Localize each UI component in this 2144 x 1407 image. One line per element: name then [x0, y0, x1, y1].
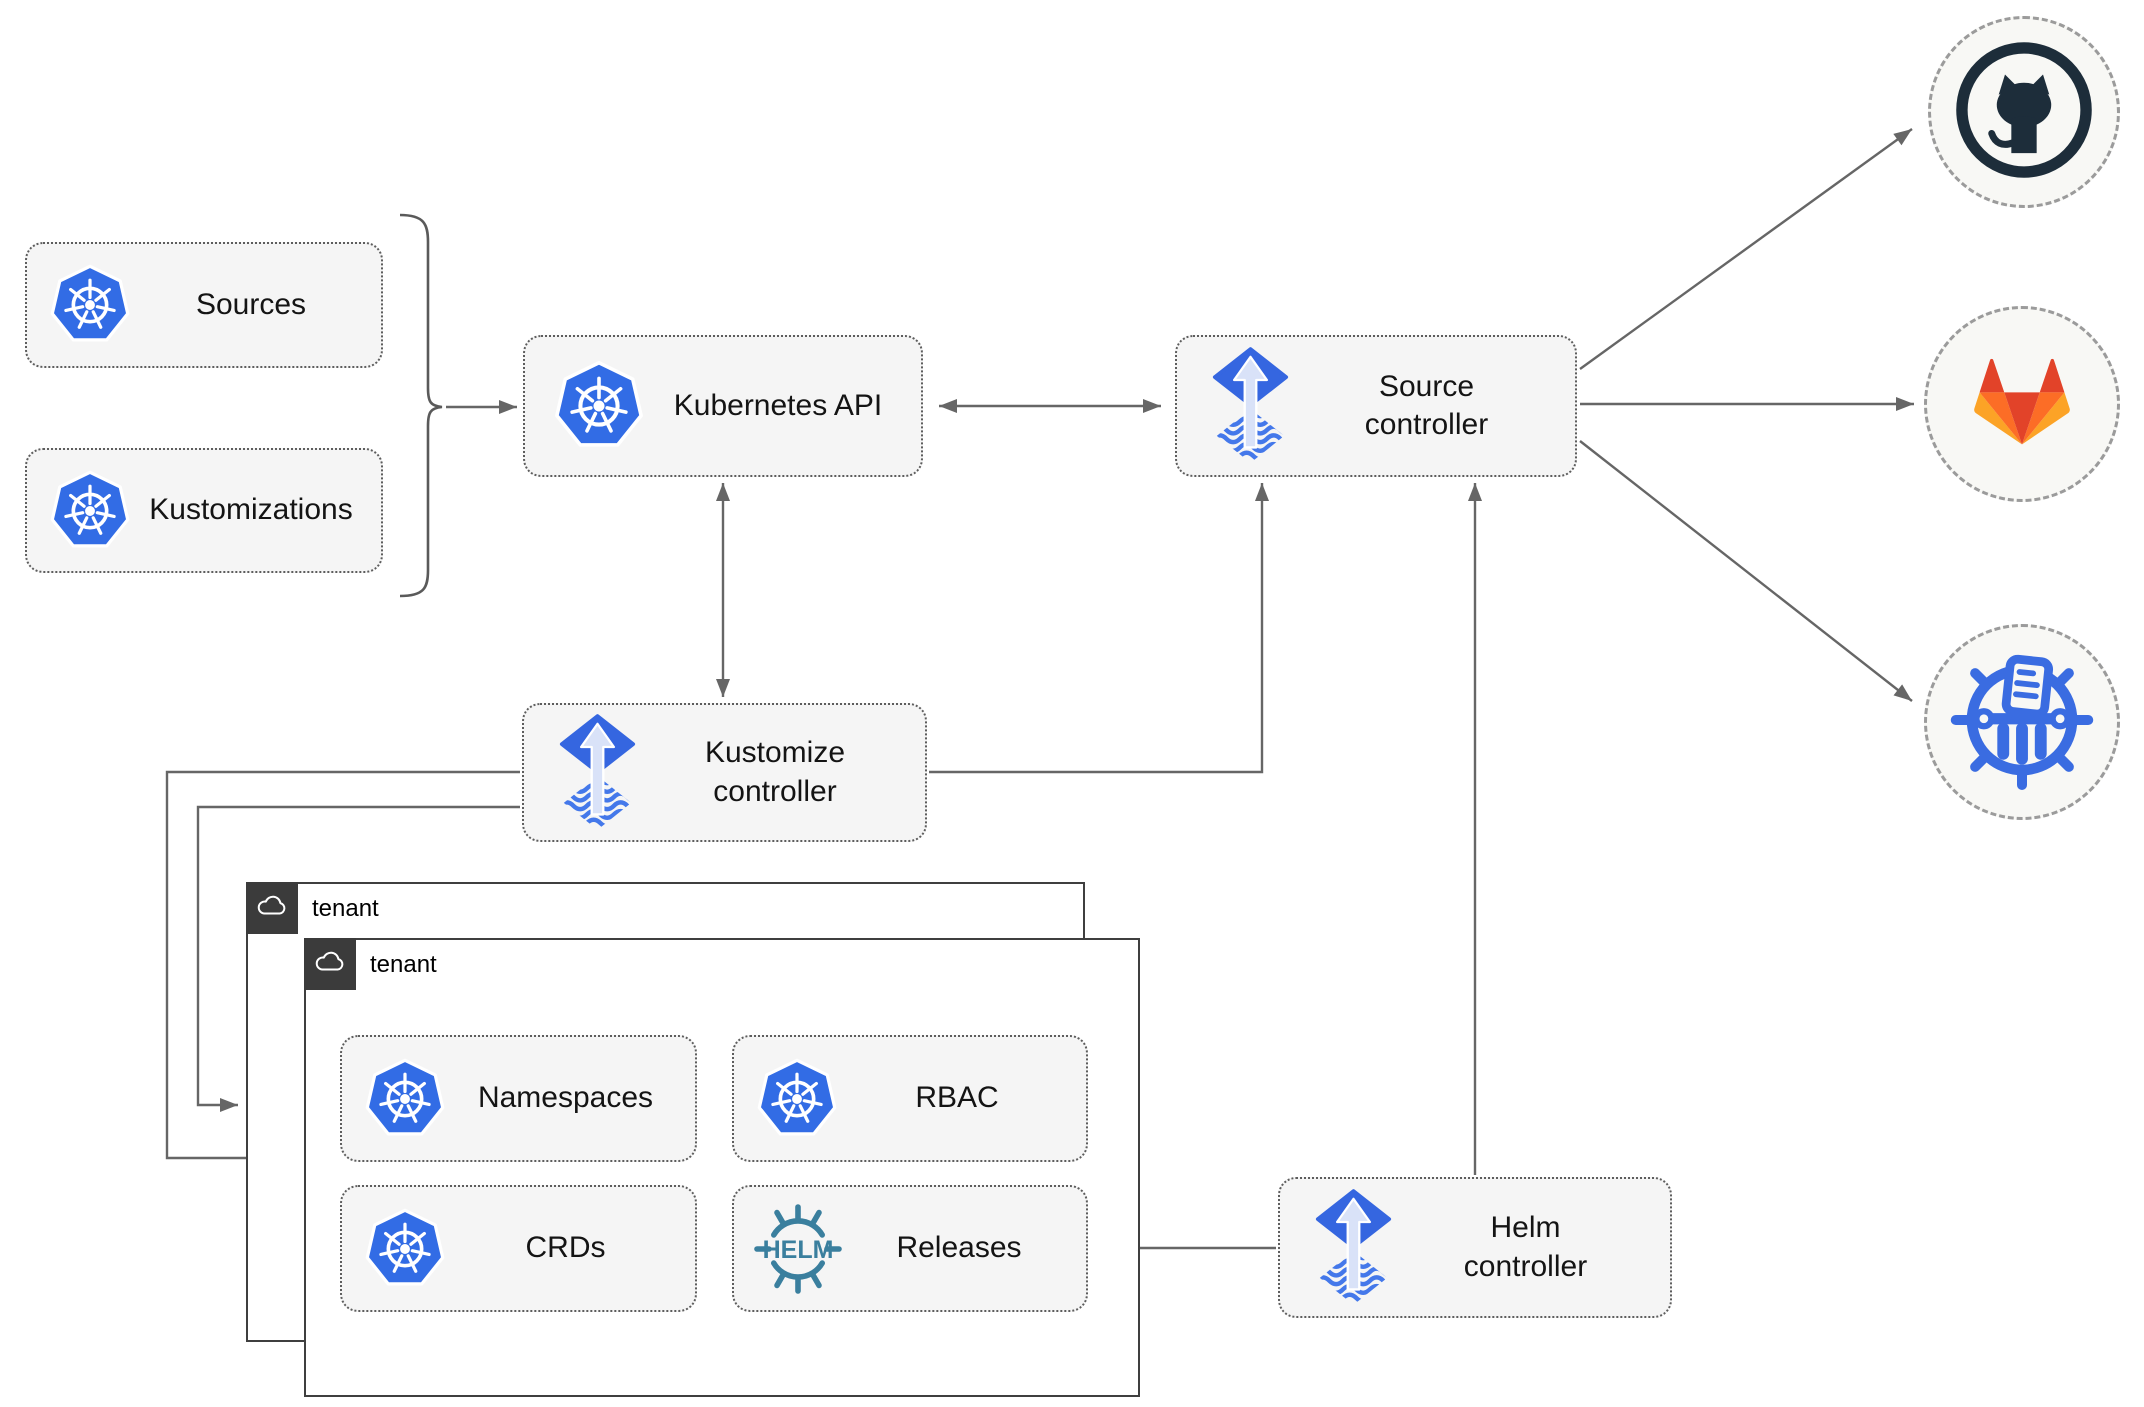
helm-wordmark: HELM [763, 1236, 834, 1264]
brace [399, 213, 443, 598]
kubernetes-icon [362, 1206, 448, 1292]
node-kustomizations: Kustomizations [25, 448, 383, 573]
arrow-source-to-chart-repository [1579, 440, 1913, 702]
tenant-front-label: tenant [370, 951, 437, 978]
gitlab-icon [1971, 355, 2073, 454]
helm-icon: HELM [752, 1203, 844, 1295]
kubernetes-icon [754, 1056, 840, 1142]
kubernetes-icon [47, 468, 133, 554]
kubernetes-icon [47, 262, 133, 348]
node-source-controller: Source controller [1175, 335, 1577, 477]
node-kubernetes-api-label: Kubernetes API [673, 388, 883, 422]
cloud-icon [256, 893, 289, 923]
external-gitlab [1924, 306, 2120, 502]
node-kustomize-controller: Kustomize controller [522, 703, 927, 842]
node-namespaces: Namespaces [340, 1035, 697, 1162]
flux-icon [1314, 1188, 1393, 1307]
node-crds: CRDs [340, 1185, 697, 1312]
node-helm-controller: Helm controller [1278, 1177, 1672, 1318]
node-helm-controller-label: Helm controller [1463, 1211, 1588, 1283]
node-sources-label: Sources [195, 287, 307, 321]
tenant-front-tab [304, 938, 356, 990]
arrow-kustomize-to-tenant-front [165, 770, 520, 1165]
node-rbac: RBAC [732, 1035, 1088, 1162]
node-kustomize-controller-label: Kustomize controller [704, 736, 846, 808]
node-namespaces-label: Namespaces [477, 1081, 654, 1115]
external-github [1928, 16, 2120, 208]
node-releases: HELM Releases [732, 1185, 1088, 1312]
arrow-kustomize-to-tenant-back [196, 805, 520, 1112]
node-source-controller-label: Source controller [1364, 369, 1489, 441]
kubernetes-icon [362, 1056, 448, 1142]
node-rbac-label: RBAC [915, 1081, 999, 1115]
cloud-icon [314, 949, 347, 979]
node-kustomizations-label: Kustomizations [149, 493, 353, 527]
arrow-kustomize-to-source [929, 483, 1269, 774]
flux-icon [1211, 347, 1290, 465]
node-releases-label: Releases [896, 1231, 1022, 1265]
github-icon [1948, 34, 2100, 191]
node-kubernetes-api: Kubernetes API [523, 335, 923, 477]
node-crds-label: CRDs [525, 1231, 606, 1265]
arrow-source-to-github [1579, 128, 1913, 370]
external-chart-repository [1924, 624, 2120, 820]
kubernetes-icon [551, 358, 647, 454]
node-sources: Sources [25, 242, 383, 368]
chartmuseum-icon [1947, 645, 2097, 800]
tenant-back-label: tenant [312, 895, 379, 922]
tenant-back-tab [246, 882, 298, 934]
tenant-group-front: tenant [304, 938, 1140, 1397]
flux-icon [558, 713, 637, 832]
